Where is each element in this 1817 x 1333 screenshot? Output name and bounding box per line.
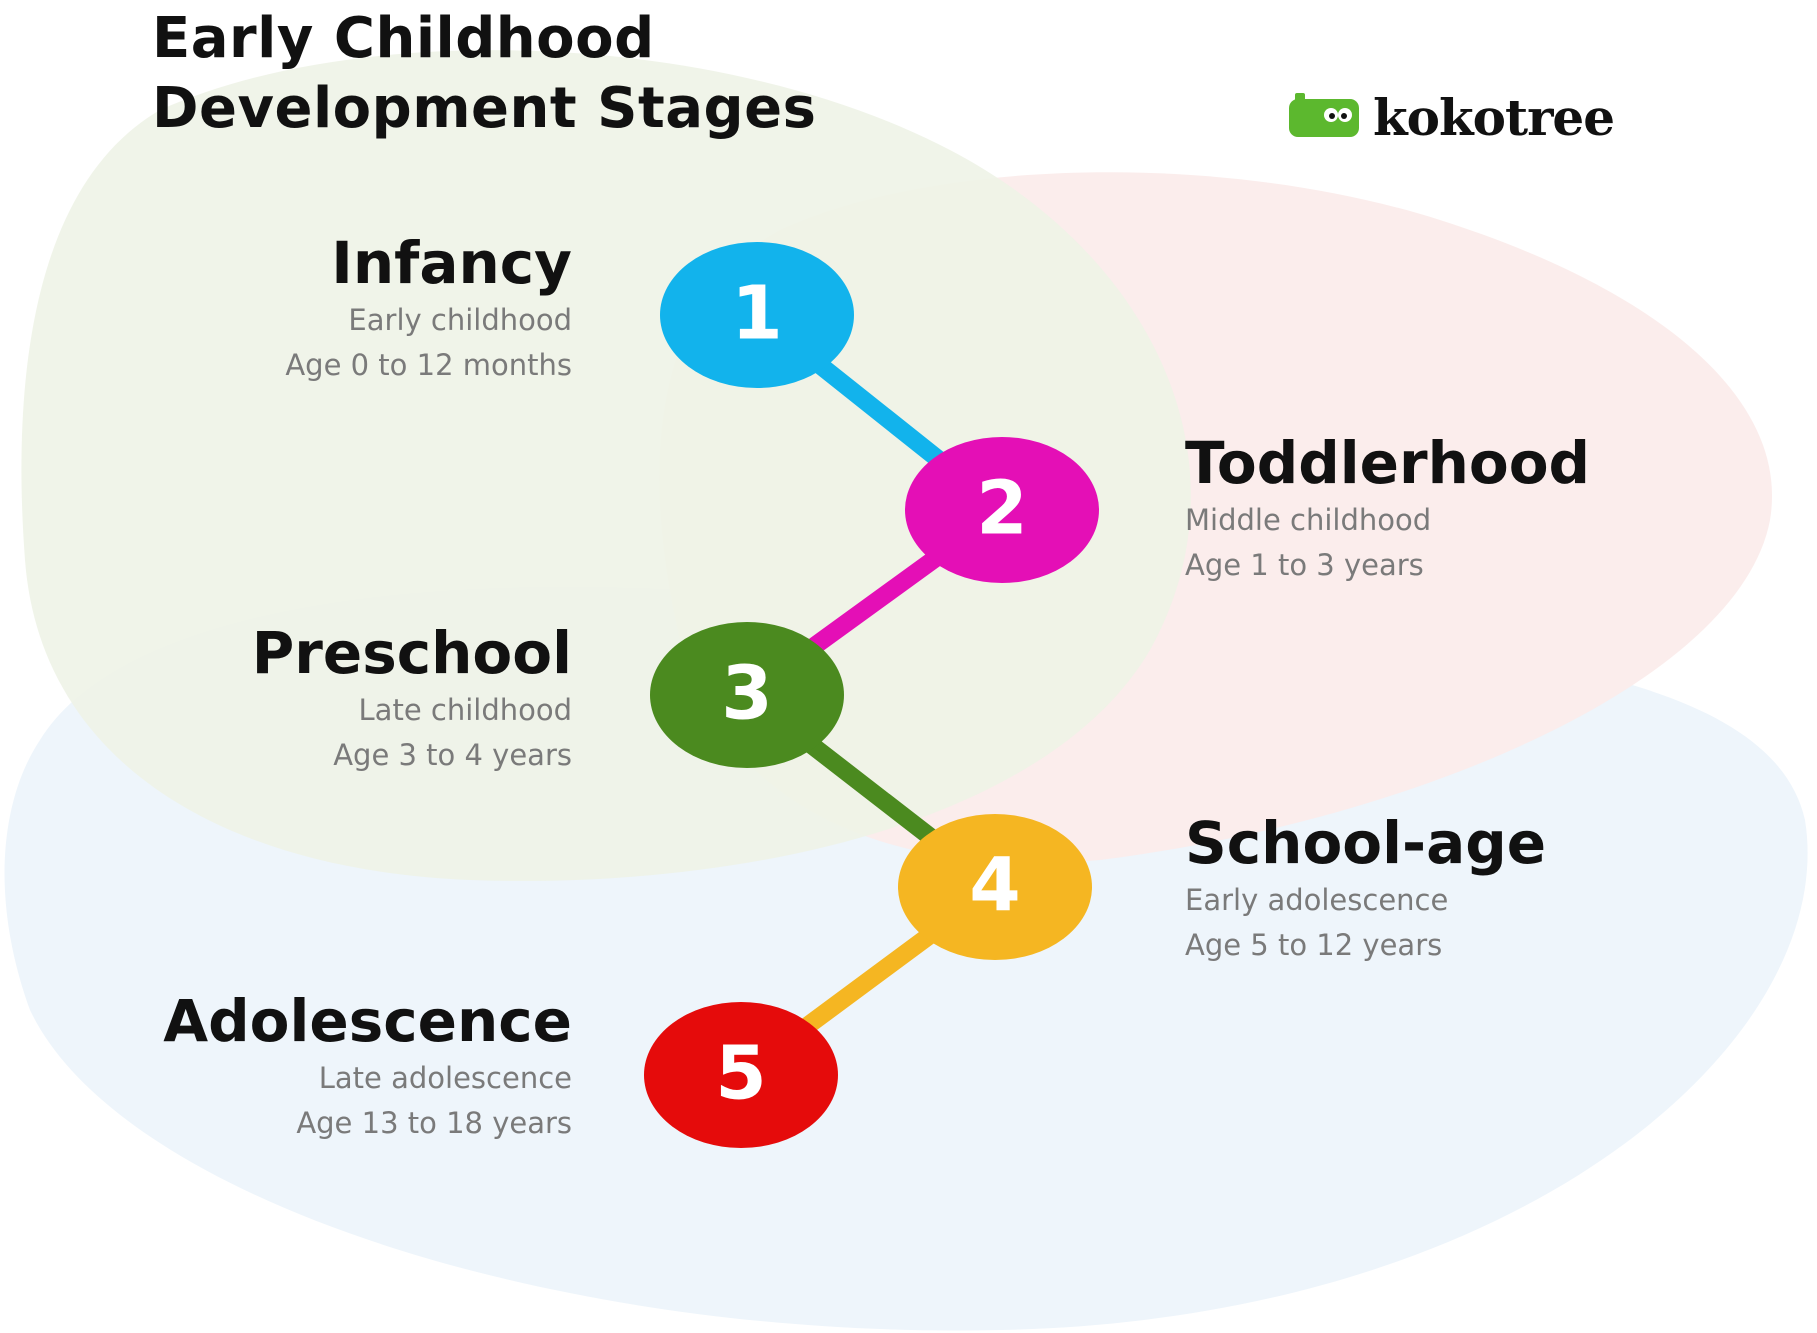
stage-period: Middle childhood <box>1185 503 1432 537</box>
page-title: Early Childhood Development Stages <box>152 4 816 144</box>
kokotree-logo-text: kokotree <box>1373 87 1615 147</box>
svg-text:2: 2 <box>976 466 1028 552</box>
stage-age: Age 13 to 18 years <box>296 1106 572 1140</box>
background-blob-green <box>21 50 1191 881</box>
stage-name: Infancy <box>331 229 572 297</box>
stage-name: Preschool <box>251 619 572 687</box>
stage-node-2: 2 <box>905 437 1099 583</box>
stage-node-1: 1 <box>660 242 854 388</box>
stage-name: Toddlerhood <box>1185 429 1591 497</box>
stage-age: Age 0 to 12 months <box>285 348 572 382</box>
page-title-line-1: Early Childhood <box>152 6 655 71</box>
stage-school-age: School-age Early adolescence Age 5 to 12… <box>1185 808 1745 968</box>
stage-period: Early adolescence <box>1185 883 1449 917</box>
stage-node-5: 5 <box>644 1002 838 1148</box>
kokotree-logo-mark-icon <box>1289 93 1359 137</box>
svg-text:4: 4 <box>969 843 1021 929</box>
stage-period: Late childhood <box>358 693 572 727</box>
svg-text:1: 1 <box>731 271 783 357</box>
stage-toddlerhood: Toddlerhood Middle childhood Age 1 to 3 … <box>1185 428 1745 588</box>
stage-age: Age 3 to 4 years <box>333 738 572 772</box>
page-title-line-2: Development Stages <box>152 76 817 141</box>
stage-age: Age 1 to 3 years <box>1185 548 1424 582</box>
stage-infancy: Infancy Early childhood Age 0 to 12 mont… <box>12 228 572 388</box>
stage-name: School-age <box>1185 809 1547 877</box>
stage-node-3: 3 <box>650 622 844 768</box>
stage-name: Adolescence <box>163 987 572 1055</box>
stage-age: Age 5 to 12 years <box>1185 928 1443 962</box>
stage-period: Early childhood <box>348 303 572 337</box>
stage-period: Late adolescence <box>318 1061 572 1095</box>
kokotree-logo: kokotree <box>1285 82 1615 152</box>
stage-adolescence: Adolescence Late adolescence Age 13 to 1… <box>12 986 572 1146</box>
svg-text:5: 5 <box>715 1031 767 1117</box>
stage-node-4: 4 <box>898 814 1092 960</box>
svg-text:3: 3 <box>721 651 773 737</box>
stage-preschool: Preschool Late childhood Age 3 to 4 year… <box>12 618 572 778</box>
